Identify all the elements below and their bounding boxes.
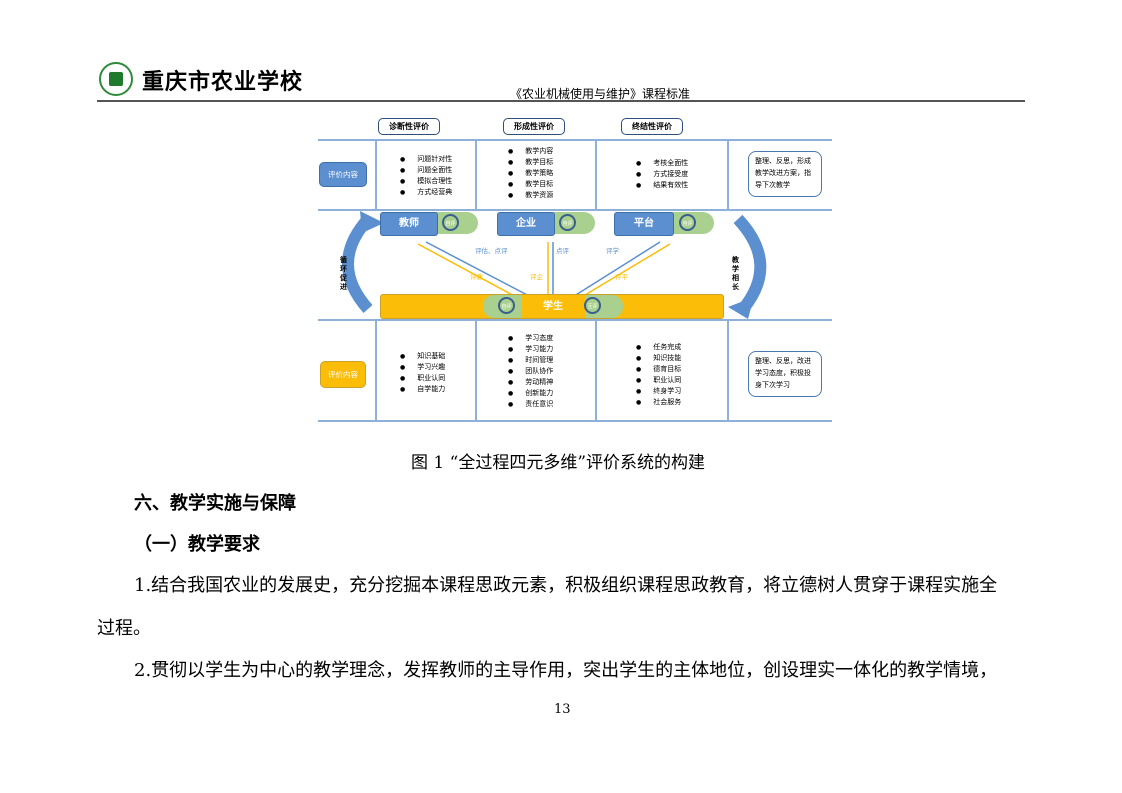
divider: [727, 319, 729, 420]
self-eval-badge: 自评: [559, 214, 576, 231]
list-item: 结果有效性: [636, 180, 688, 191]
diagnostic-student-list: 知识基础学习兴趣职业认同自学能力: [400, 351, 445, 395]
arrow-label: 评平: [615, 273, 628, 281]
divider: [318, 319, 832, 321]
arrow-label: 点评: [556, 247, 569, 255]
list-item: 社会服务: [636, 397, 681, 408]
summative-student-list: 任务完成知识技能德育目标职业认同终身学习社会服务: [636, 342, 681, 408]
bottom-note: 整理、反思，改进学习态度，积极投身下次学习: [748, 351, 822, 397]
peer-eval-badge: 互评: [584, 297, 601, 314]
column-header-formative: 形成性评价: [503, 118, 565, 135]
column-header-diagnostic: 诊断性评价: [378, 118, 440, 135]
list-item: 模拟合理性: [400, 176, 452, 187]
figure-caption: 图 1 “全过程四元多维”评价系统的构建: [411, 453, 706, 473]
self-eval-badge: 自评: [679, 214, 696, 231]
divider: [727, 139, 729, 209]
divider: [375, 139, 377, 209]
top-row-label: 评价内容: [319, 162, 367, 187]
arrow-student-to-teacher: [417, 243, 519, 299]
summative-list: 考核全面性方式接受度结果有效性: [636, 158, 688, 191]
formative-list: 教学内容教学目标教学策略教学目标教学资源: [508, 146, 553, 201]
list-item: 知识基础: [400, 351, 445, 362]
list-item: 学习能力: [508, 344, 553, 355]
column-header-summative: 终结性评价: [621, 118, 683, 135]
actor-name: 企业: [497, 212, 555, 236]
list-item: 学习兴趣: [400, 362, 445, 373]
paragraph: 2.贯彻以学生为中心的教学理念，发挥教师的主导作用，突出学生的主体地位，创设理实…: [134, 660, 998, 681]
header-divider: [97, 100, 1025, 102]
arrow-label: 评教: [470, 273, 483, 281]
actor-name: 教师: [380, 212, 438, 236]
arrow-student-to-platform: [579, 243, 671, 299]
list-item: 问题全面性: [400, 165, 452, 176]
arrow-label: 评企: [530, 273, 543, 281]
right-cycle-label: 教学相长: [732, 256, 739, 291]
list-item: 责任意识: [508, 399, 553, 410]
cycle-arrow-right: [733, 214, 767, 313]
divider: [318, 139, 832, 141]
actor-name: 学生: [521, 295, 585, 318]
list-item: 知识技能: [636, 353, 681, 364]
divider: [595, 319, 597, 420]
list-item: 终身学习: [636, 386, 681, 397]
school-name: 重庆市农业学校: [142, 69, 304, 95]
list-item: 教学目标: [508, 157, 553, 168]
list-item: 方式经营典: [400, 187, 452, 198]
list-item: 教学内容: [508, 146, 553, 157]
document-title: 《农业机械使用与维护》课程标准: [510, 87, 691, 101]
list-item: 教学策略: [508, 168, 553, 179]
actor-name: 平台: [614, 212, 674, 236]
actor-platform: 平台 自评: [614, 212, 714, 236]
list-item: 团队协作: [508, 366, 553, 377]
list-item: 劳动精神: [508, 377, 553, 388]
list-item: 任务完成: [636, 342, 681, 353]
divider: [318, 420, 832, 422]
actor-student: 学生 自评 互评: [380, 294, 724, 319]
evaluation-diagram: 诊断性评价 形成性评价 终结性评价 评价内容 问题针对性问题全面性模拟合理性方式…: [318, 113, 832, 423]
list-item: 时间管理: [508, 355, 553, 366]
arrow-platform-to-student: [570, 241, 661, 299]
subsection-heading: （一）教学要求: [134, 534, 260, 555]
list-item: 职业认同: [400, 373, 445, 384]
formative-student-list: 学习态度学习能力时间管理团队协作劳动精神创新能力责任意识: [508, 333, 553, 410]
paragraph: 过程。: [97, 618, 151, 639]
top-note: 整理、反思，形成教学改进方案，指导下次教学: [748, 151, 822, 197]
self-eval-badge: 自评: [442, 214, 459, 231]
self-eval-badge: 自评: [498, 297, 515, 314]
divider: [375, 319, 377, 420]
list-item: 教学资源: [508, 190, 553, 201]
paragraph: 1.结合我国农业的发展史，充分挖掘本课程思政元素，积极组织课程思政教育，将立德树…: [134, 575, 998, 596]
list-item: 考核全面性: [636, 158, 688, 169]
arrow-label: 评估、点评: [475, 247, 508, 255]
divider: [475, 319, 477, 420]
list-item: 职业认同: [636, 375, 681, 386]
list-item: 方式接受度: [636, 169, 688, 180]
list-item: 问题针对性: [400, 154, 452, 165]
cycle-arrowhead-right: [728, 297, 754, 319]
list-item: 学习态度: [508, 333, 553, 344]
divider: [318, 209, 832, 211]
left-cycle-label: 循环促进: [340, 256, 347, 291]
cycle-arrow-left: [342, 215, 373, 313]
school-logo-icon: [99, 62, 133, 96]
diagnostic-list: 问题针对性问题全面性模拟合理性方式经营典: [400, 154, 452, 198]
arrow-label: 评学: [606, 247, 619, 255]
page-number: 13: [554, 702, 571, 717]
actor-enterprise: 企业 自评: [497, 212, 595, 236]
divider: [475, 139, 477, 209]
list-item: 教学目标: [508, 179, 553, 190]
arrow-teacher-to-student: [425, 241, 534, 299]
section-heading: 六、教学实施与保障: [134, 493, 296, 514]
list-item: 德育目标: [636, 364, 681, 375]
list-item: 自学能力: [400, 384, 445, 395]
list-item: 创新能力: [508, 388, 553, 399]
cycle-arrowhead-left: [360, 211, 384, 233]
divider: [595, 139, 597, 209]
arrow-layer: [342, 211, 767, 319]
actor-teacher: 教师 自评: [380, 212, 478, 236]
bottom-row-label: 评价内容: [320, 361, 366, 388]
